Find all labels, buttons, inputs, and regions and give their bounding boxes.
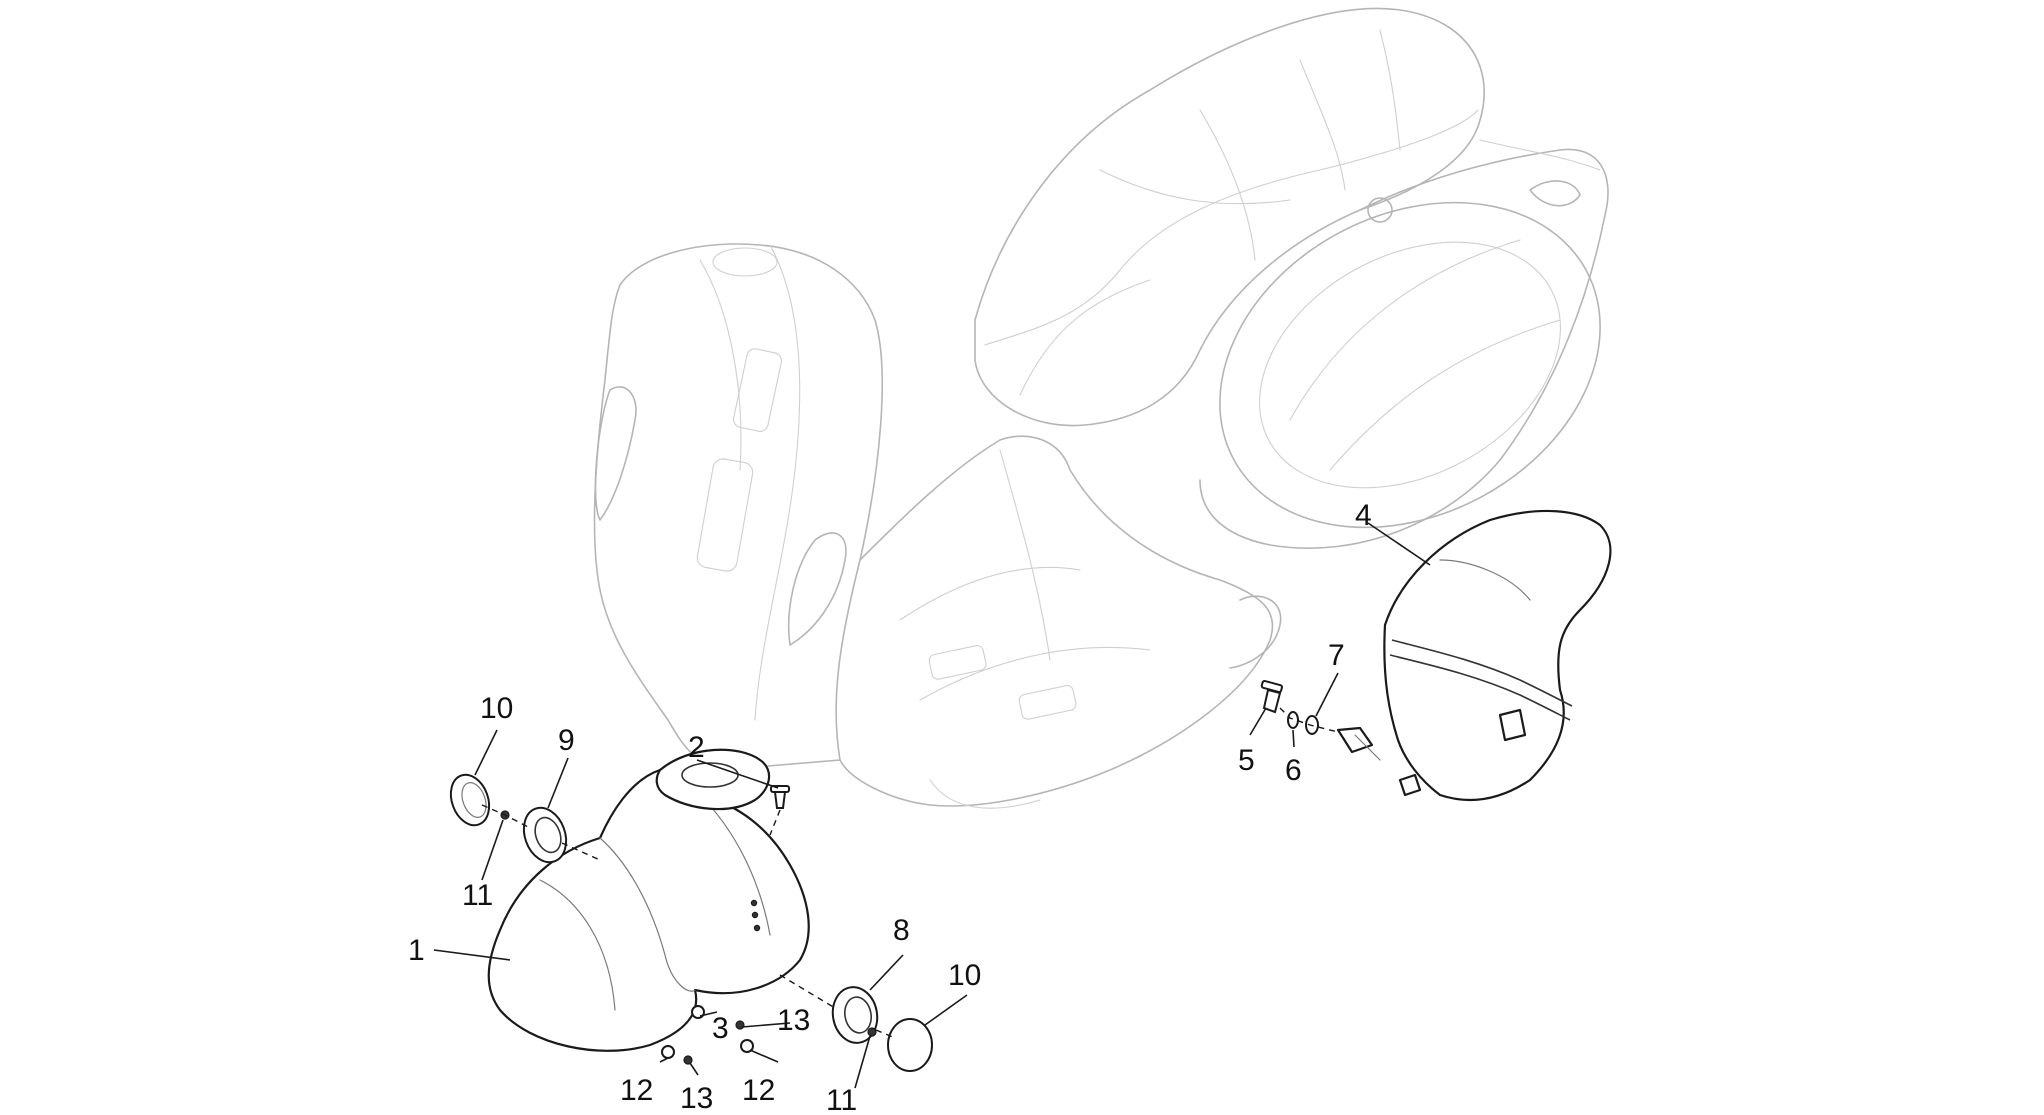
callout-1: 1 [408, 934, 425, 967]
callout-11-right: 11 [826, 1084, 857, 1115]
callout-12-left: 12 [620, 1074, 653, 1107]
callout-10-right: 10 [948, 959, 981, 992]
screw-part-2 [770, 785, 790, 809]
callout-7: 7 [1328, 639, 1345, 672]
callout-10-left: 10 [480, 692, 513, 725]
leader-lines [433, 522, 1431, 1089]
fasteners-rear-mudguard [1260, 679, 1319, 735]
assembly-lines [481, 707, 1339, 1039]
callout-6: 6 [1285, 754, 1302, 787]
callout-2: 2 [688, 731, 705, 764]
callout-12-right: 12 [742, 1074, 775, 1107]
cap-part-10-right [887, 1018, 933, 1072]
cover-part-8 [831, 986, 879, 1044]
callout-13-upper: 13 [777, 1004, 810, 1037]
nut-part-11-right [867, 1027, 877, 1037]
rear-mudguard [1336, 509, 1612, 802]
callout-3: 3 [712, 1012, 729, 1045]
cap-part-10-left [449, 773, 491, 827]
callout-8: 8 [893, 914, 910, 947]
front-mudguard [487, 748, 810, 1052]
callout-9: 9 [558, 724, 575, 757]
scooter-body-outline [593, 7, 1609, 809]
callout-labels: 1 2 3 4 5 6 7 8 9 10 10 11 11 12 12 13 1… [408, 499, 1372, 1115]
cover-part-9 [522, 806, 568, 864]
callout-13-lower: 13 [680, 1082, 713, 1115]
callout-5: 5 [1238, 744, 1255, 777]
callout-11-left: 11 [462, 879, 493, 912]
callout-4: 4 [1355, 499, 1372, 532]
